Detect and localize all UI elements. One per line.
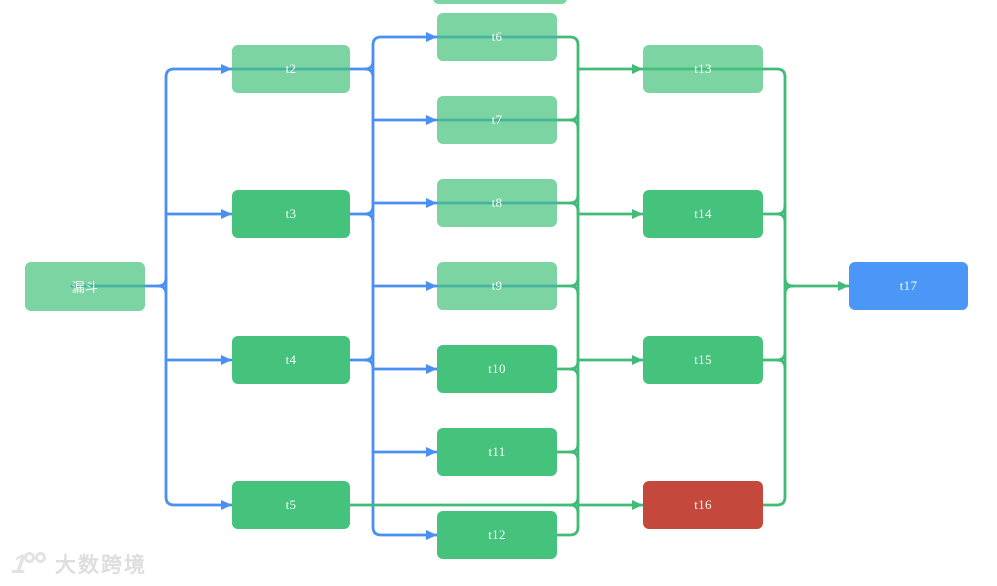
node-t2[interactable]: t2	[232, 45, 350, 93]
node-label: t10	[488, 361, 506, 376]
watermark: 1 大数跨境	[10, 548, 147, 580]
node-label: t15	[694, 352, 712, 367]
node-label: t12	[488, 527, 506, 542]
node-t15[interactable]: t15	[643, 336, 763, 384]
node-label: t5	[285, 497, 297, 512]
node-t13[interactable]: t13	[643, 45, 763, 93]
node-label: t2	[285, 61, 297, 76]
node-t16[interactable]: t16	[643, 481, 763, 529]
node-t8[interactable]: t8	[437, 179, 557, 227]
node-cropped-top	[433, 0, 567, 4]
node-label: t11	[488, 444, 506, 459]
node-t5[interactable]: t5	[232, 481, 350, 529]
node-t7[interactable]: t7	[437, 96, 557, 144]
watermark-ring-icon	[35, 552, 46, 563]
watermark-ring-icon	[24, 552, 35, 563]
node-funnel[interactable]: 漏斗	[25, 262, 145, 311]
node-label: t3	[285, 206, 297, 221]
node-t17[interactable]: t17	[849, 262, 968, 310]
node-label: t9	[491, 278, 503, 293]
node-t6[interactable]: t6	[437, 13, 557, 61]
node-label: t13	[694, 61, 712, 76]
watermark-logo-icon: 1	[10, 549, 48, 579]
watermark-brand-text: 大数跨境	[55, 554, 147, 577]
node-t12[interactable]: t12	[437, 511, 557, 559]
node-label: t6	[491, 29, 503, 44]
node-t9[interactable]: t9	[437, 262, 557, 310]
node-t3[interactable]: t3	[232, 190, 350, 238]
node-label: t17	[899, 278, 918, 293]
node-label: t8	[491, 195, 503, 210]
node-t11[interactable]: t11	[437, 428, 557, 476]
node-t14[interactable]: t14	[643, 190, 763, 238]
node-label: t4	[285, 352, 297, 367]
node-t4[interactable]: t4	[232, 336, 350, 384]
node-label: t7	[491, 112, 503, 127]
node-label: t16	[694, 497, 712, 512]
node-t10[interactable]: t10	[437, 345, 557, 393]
node-label: t14	[694, 206, 712, 221]
node-label: 漏斗	[71, 280, 99, 295]
